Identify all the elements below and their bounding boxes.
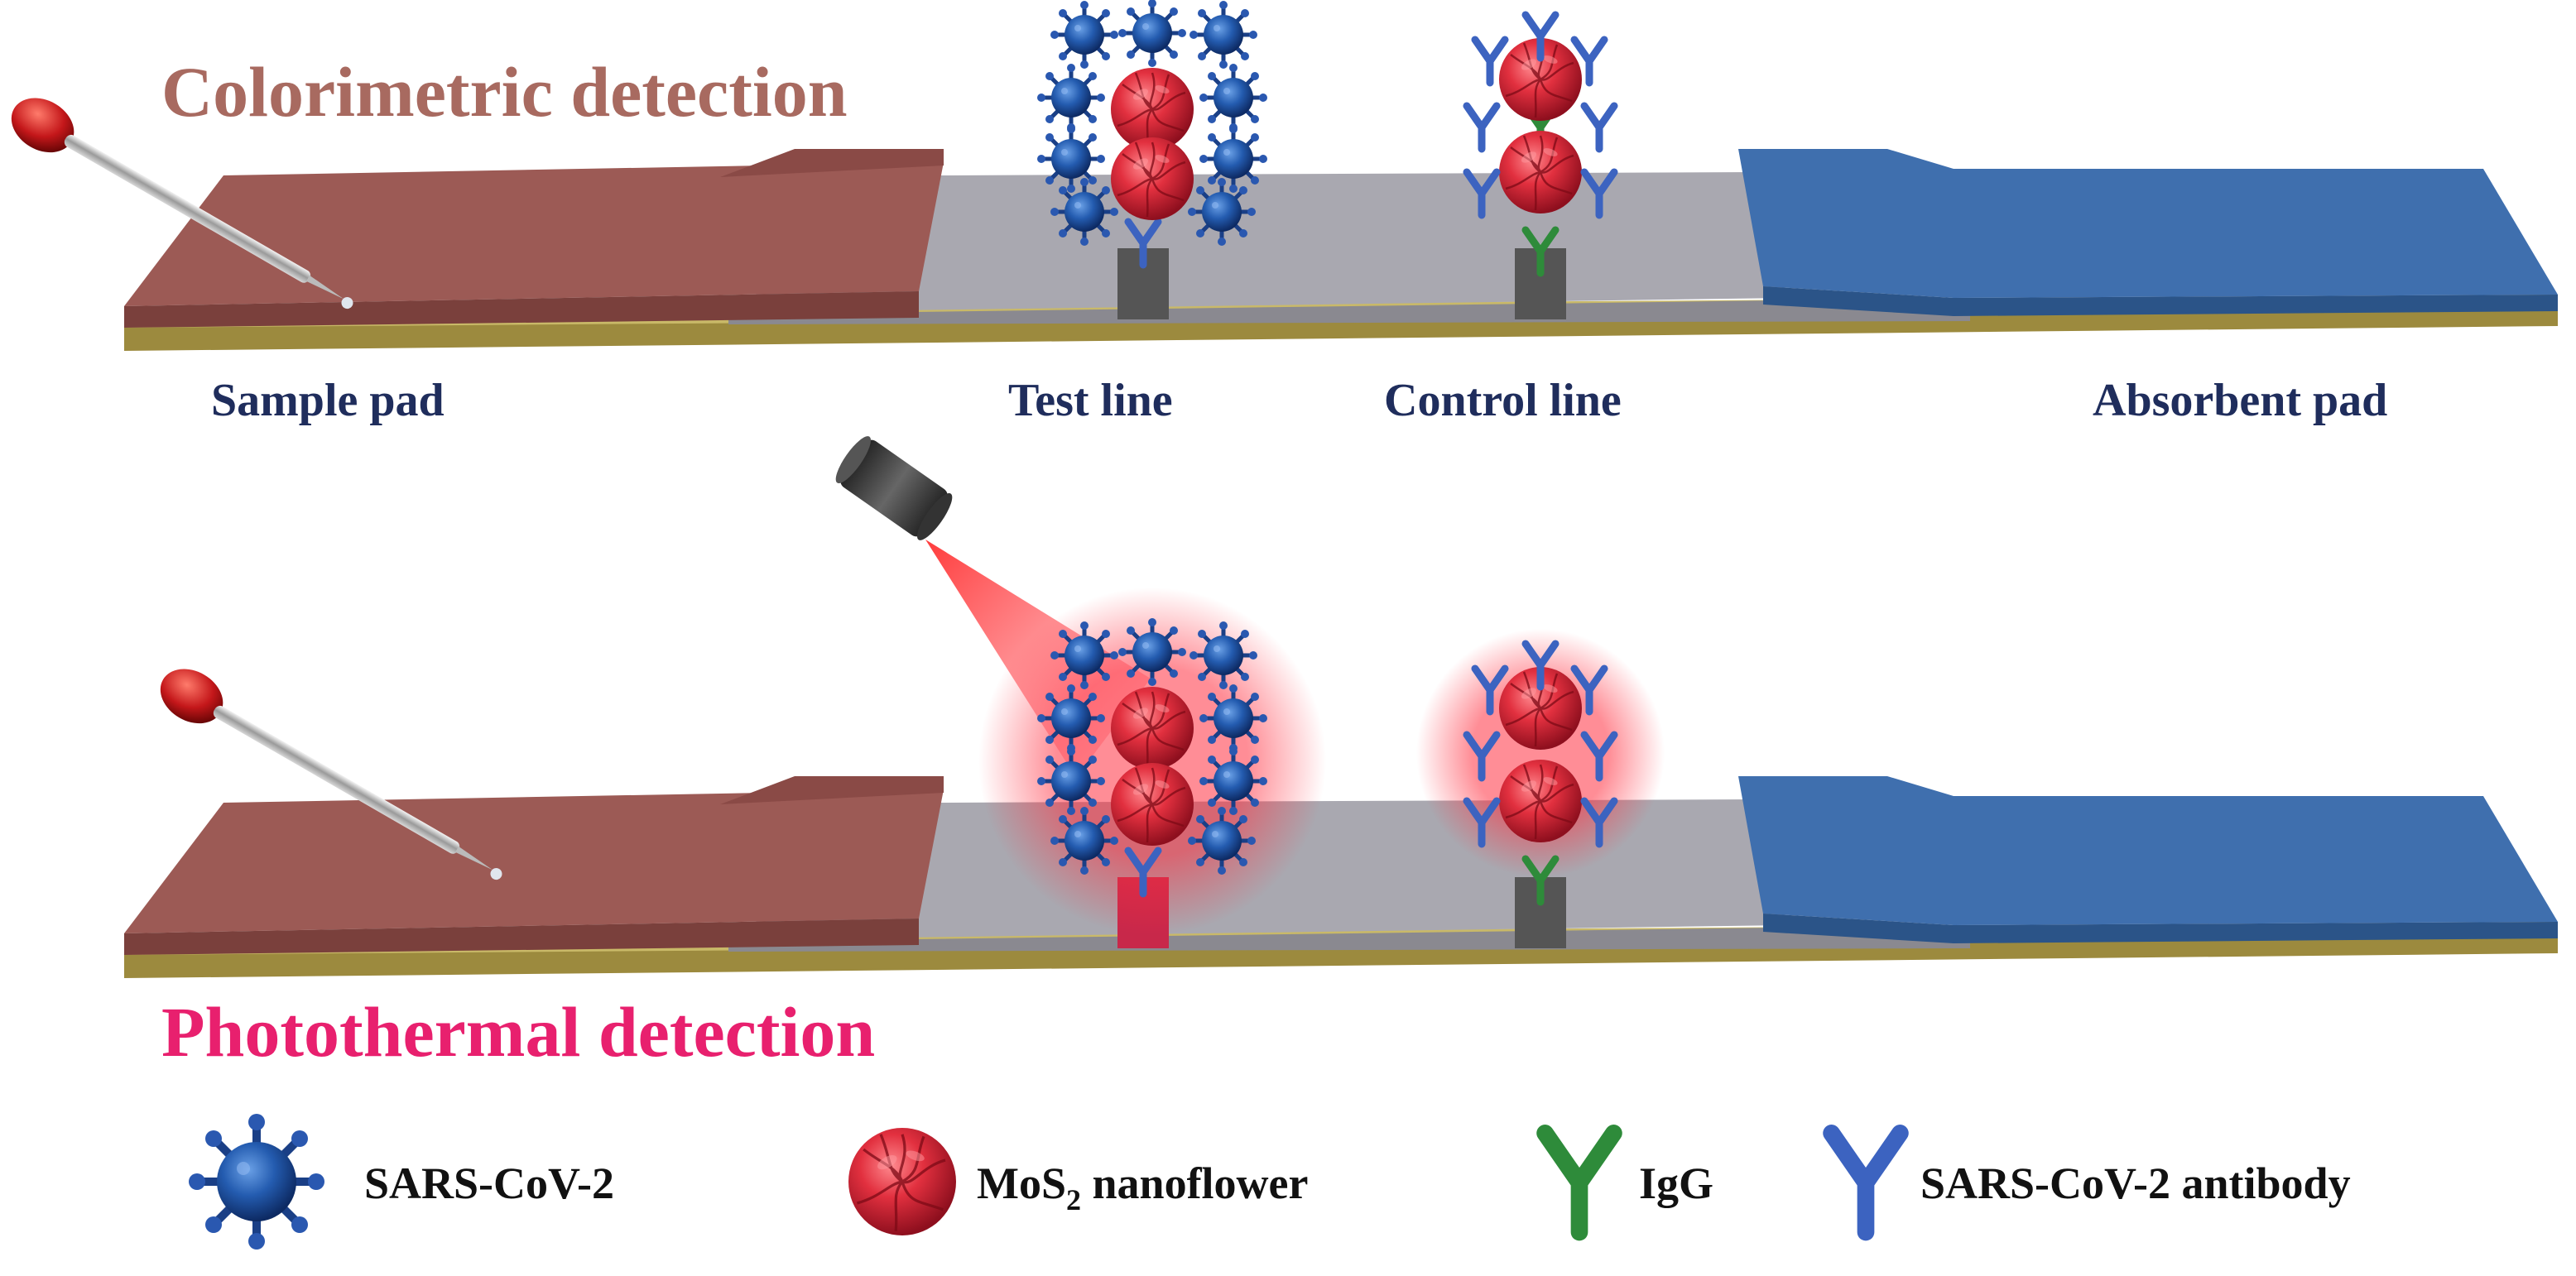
bottom-control-line-complex xyxy=(1416,629,1665,902)
antibody-icon xyxy=(1832,1133,1901,1232)
top-test-line-complex xyxy=(1037,0,1267,265)
dropper-icon xyxy=(160,669,502,880)
legend-antibody-label: SARS-CoV-2 antibody xyxy=(1920,1158,2351,1208)
legend-virus-label: SARS-CoV-2 xyxy=(364,1158,614,1208)
sample-pad-bottom xyxy=(124,789,944,933)
nanoflower-icon xyxy=(847,1126,958,1237)
sample-pad-top xyxy=(124,162,944,306)
legend-nanoflower-label: MoS2 nanoflower xyxy=(977,1158,1308,1216)
colorimetric-title: Colorimetric detection xyxy=(161,52,848,132)
label-control-line: Control line xyxy=(1384,375,1622,426)
top-strip xyxy=(124,149,2558,351)
dropper-icon xyxy=(11,98,353,309)
legend-igg-label: IgG xyxy=(1639,1158,1713,1208)
label-test-line: Test line xyxy=(1008,375,1173,426)
bottom-strip xyxy=(124,776,2558,978)
virus-icon xyxy=(189,1114,324,1250)
absorbent-pad-bottom xyxy=(1738,776,2558,925)
label-sample-pad: Sample pad xyxy=(211,375,445,426)
label-absorbent-pad: Absorbent pad xyxy=(2093,375,2387,426)
igg-icon xyxy=(1545,1133,1614,1232)
bottom-test-line-complex xyxy=(978,588,1326,935)
legend: SARS-CoV-2 MoS2 nanoflower IgG SARS-CoV-… xyxy=(189,1114,2351,1250)
absorbent-pad-top xyxy=(1738,149,2558,298)
photothermal-title: Photothermal detection xyxy=(161,992,875,1072)
